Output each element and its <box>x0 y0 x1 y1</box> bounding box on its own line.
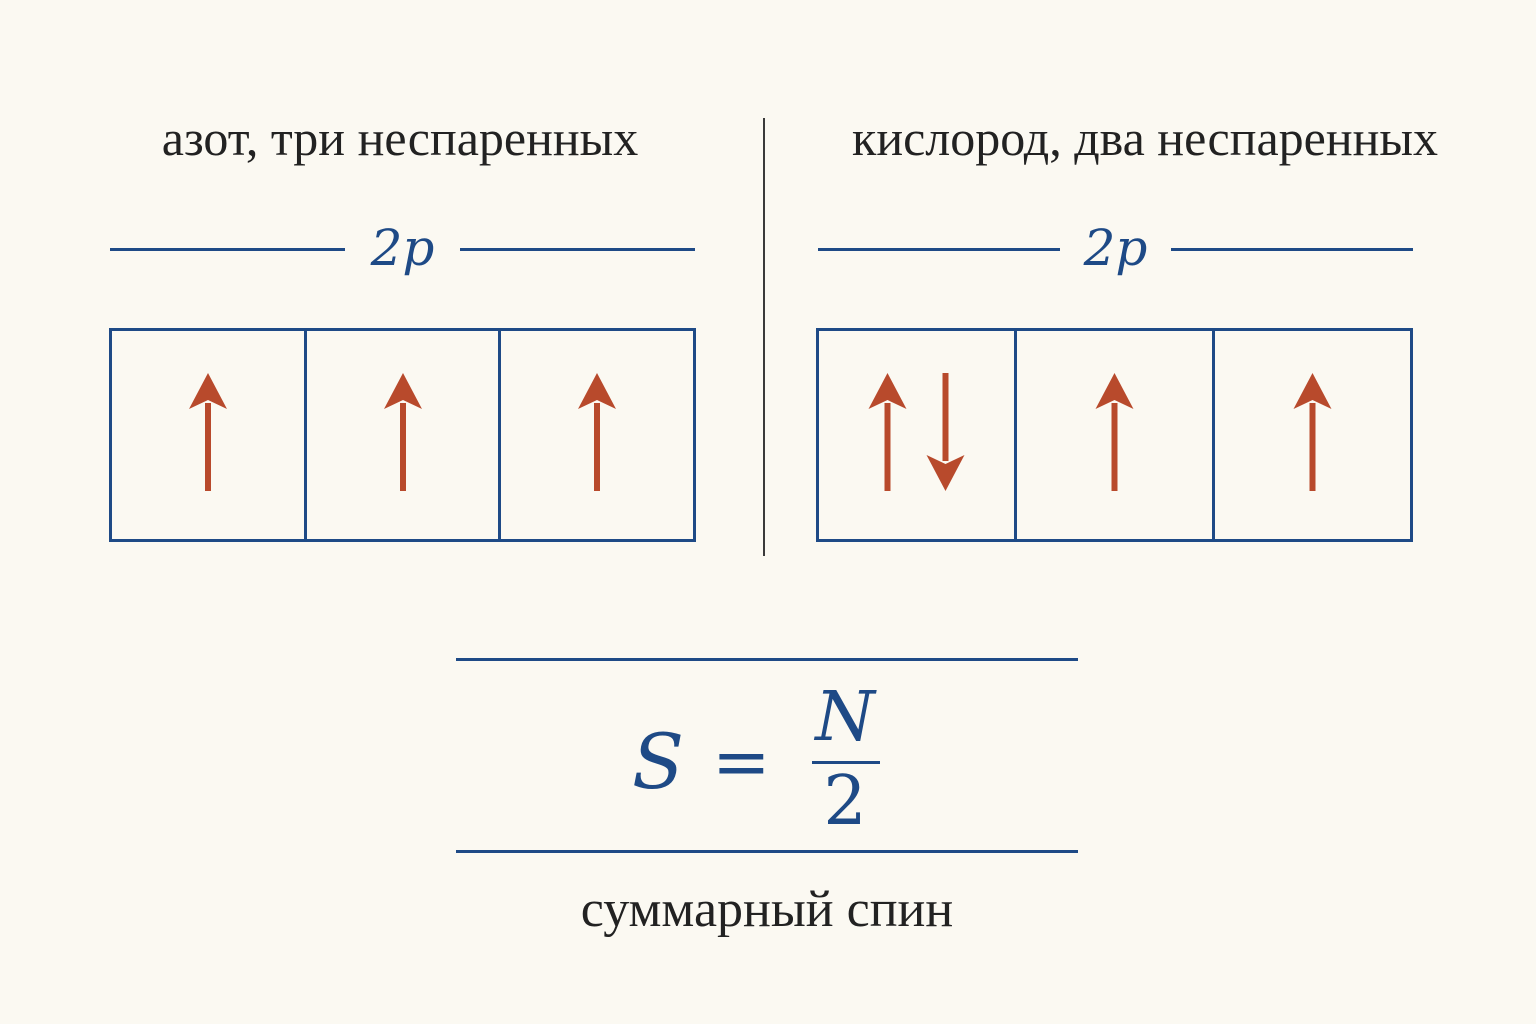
nitrogen-subshell-label: 2p <box>370 219 435 277</box>
formula-equals: = <box>712 721 771 803</box>
formula-symbol: S <box>632 717 685 806</box>
orbital-arrows <box>868 373 965 491</box>
fraction-bar <box>812 761 880 764</box>
spin-formula: S = N 2 <box>600 670 940 845</box>
formula-rule-bottom <box>456 850 1078 853</box>
spin-down-arrow-icon <box>926 373 965 491</box>
orbital-box <box>109 328 307 542</box>
nitrogen-title: азот, три неспаренных <box>161 110 639 166</box>
formula-rule-top <box>456 658 1078 661</box>
oxygen-subshell-header: 2p <box>818 218 1413 282</box>
formula-denominator: 2 <box>823 762 867 841</box>
orbital-arrows <box>578 373 617 491</box>
orbital-box <box>303 328 502 542</box>
spin-up-arrow-icon <box>383 373 422 491</box>
spin-up-arrow-icon <box>189 373 227 491</box>
caption: суммарный спин <box>580 881 954 938</box>
subshell-rule-left <box>818 248 1060 251</box>
spin-up-arrow-icon <box>1293 373 1332 491</box>
panel-divider <box>763 118 765 556</box>
subshell-rule-left <box>110 248 345 251</box>
subshell-rule-right <box>1171 248 1413 251</box>
oxygen-subshell-label: 2p <box>1083 219 1148 277</box>
orbital-box <box>1014 328 1215 542</box>
orbital-arrows <box>189 373 227 491</box>
spin-up-arrow-icon <box>578 373 617 491</box>
oxygen-title: кислород, два неспаренных <box>852 110 1438 166</box>
orbital-arrows <box>1095 373 1134 491</box>
orbital-arrows <box>1293 373 1332 491</box>
orbital-box <box>498 328 697 542</box>
nitrogen-subshell-header: 2p <box>110 218 695 282</box>
subshell-rule-right <box>460 248 695 251</box>
nitrogen-orbital-row <box>109 328 697 542</box>
orbital-arrows <box>383 373 422 491</box>
orbital-box <box>1212 328 1413 542</box>
spin-up-arrow-icon <box>1095 373 1134 491</box>
orbital-box <box>816 328 1017 542</box>
formula-numerator: N <box>815 678 875 757</box>
spin-up-arrow-icon <box>868 373 907 491</box>
oxygen-orbital-row <box>816 328 1413 542</box>
